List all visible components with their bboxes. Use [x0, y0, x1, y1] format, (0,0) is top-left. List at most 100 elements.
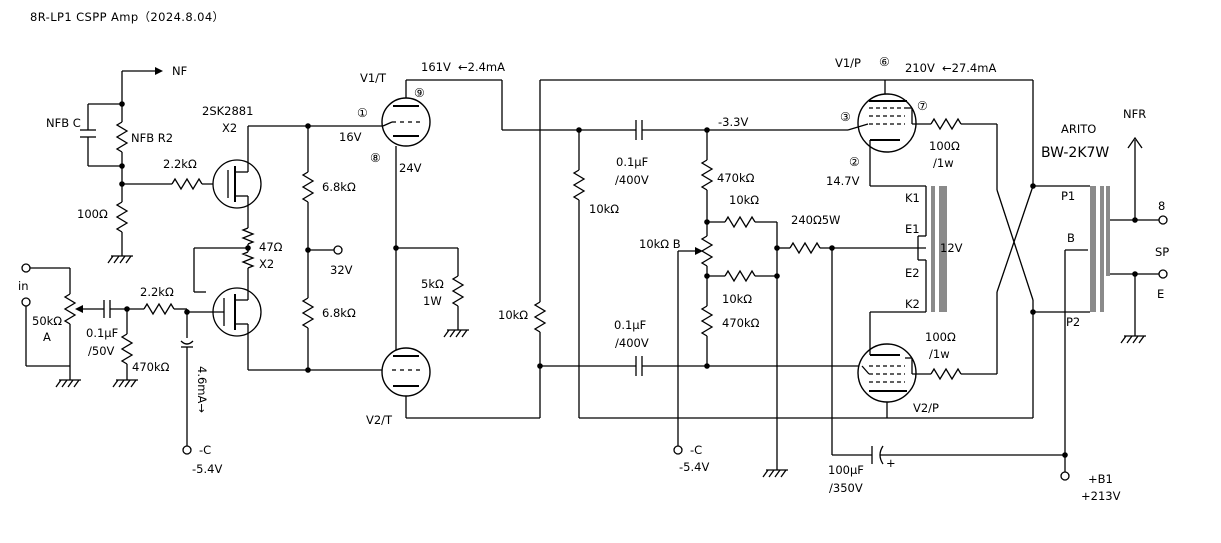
output-transformer: ARITO BW-2K7W NFR P1 B P2 8 SP E [1041, 107, 1169, 455]
c-in-voltage-label: /50V [88, 344, 115, 358]
neg-bias-terminal-left [182, 445, 192, 455]
r-100-bottom-watt: /1w [929, 347, 950, 361]
pin-3-label: ③ [840, 110, 851, 124]
arito-label: ARITO [1061, 122, 1096, 136]
r-47-label: 47Ω [259, 240, 283, 254]
pin-6-label: ⑥ [879, 55, 890, 69]
output-pentodes: V1/P ⑥ 210V ←27.4mA ③ ⑦ ② 14.7V 100Ω /1w… [826, 55, 1090, 418]
schematic-title: 8R-LP1 CSPP Amp（2024.8.04） [30, 10, 224, 24]
resistor-470k-input [120, 333, 134, 365]
cap-plus-sign: + [886, 456, 896, 470]
pot-50k-label: 50kΩ [32, 314, 62, 328]
r-10k-a-label: 10kΩ [729, 193, 759, 207]
resistor-100-top [930, 117, 962, 131]
r-10k-mid-label: 10kΩ [589, 202, 619, 216]
r-6k8-bottom-label: 6.8kΩ [322, 306, 356, 320]
grid-divider: 6.8kΩ 6.8kΩ 32V [301, 123, 383, 373]
r-470k-top-label: 470kΩ [717, 171, 755, 185]
c-100u-label: 100μF [828, 463, 864, 477]
resistor-5k [451, 275, 465, 307]
speaker-terminal-e [1158, 269, 1168, 279]
k2-label: K2 [905, 297, 920, 311]
b1-voltage-label: +213V [1081, 489, 1121, 503]
neg-c-mid-label: -C [690, 443, 702, 457]
fet-qty-label: X2 [222, 121, 237, 135]
r-6k8-top-label: 6.8kΩ [322, 180, 356, 194]
v16-label: 16V [339, 130, 362, 144]
c-100u-voltage-label: /350V [829, 481, 863, 495]
resistor-6k8-bottom [301, 297, 315, 329]
r-100-bottom-label: 100Ω [925, 330, 956, 344]
v1t-label: V1/T [360, 71, 387, 85]
resistor-100-ohm [115, 201, 129, 233]
nfb-c-label: NFB C [46, 116, 81, 130]
e1-label: E1 [905, 222, 920, 236]
r-10k-b-label: 10kΩ [722, 292, 752, 306]
current-4-6ma-label: 4.6mA→ [195, 366, 209, 413]
bw2k7w-label: BW-2K7W [1041, 145, 1109, 161]
p1-label: P1 [1061, 189, 1075, 203]
r-100-top-label: 100Ω [929, 139, 960, 153]
c-bot-label: 0.1μF [614, 318, 646, 332]
resistor-47-ohm-b [241, 251, 255, 269]
pin-7-label: ⑦ [917, 99, 928, 113]
v14-7-label: 14.7V [826, 174, 860, 188]
neg-c-mid-voltage: -5.4V [679, 460, 709, 474]
sp-label: SP [1155, 245, 1169, 259]
r-10k-left-label: 10kΩ [498, 308, 528, 322]
r-47-qty-label: X2 [259, 257, 274, 271]
v210-label: 210V [905, 61, 935, 75]
terminal-32v [333, 245, 343, 255]
current-27-4ma-label: ←27.4mA [942, 61, 996, 75]
input-terminal-gnd [21, 297, 31, 307]
input-stage: in 50kΩ A 0.1μF /50V 2.2kΩ 470kΩ 4.6mA→ … [18, 263, 222, 476]
v1p-label: V1/P [835, 56, 861, 70]
v2p-label: V2/P [913, 401, 939, 415]
neg-bias-terminal-mid [673, 445, 683, 455]
driver-triodes: V1/T 161V ←2.4mA ① ⑨ ⑧ 16V 24V 5kΩ 1W V2… [339, 60, 630, 427]
pot-50k-taper-label: A [43, 330, 51, 344]
coupling-network: 10kΩ 10kΩ 0.1μF /400V 0.1μF /400V -3.3V [498, 79, 1033, 419]
current-2-4ma-label: ←2.4mA [458, 60, 505, 74]
nfr-label: NFR [1123, 107, 1146, 121]
v-neg-3-3-label: -3.3V [718, 115, 748, 129]
out-8-label: 8 [1158, 199, 1165, 213]
input-terminal-hot [21, 263, 31, 273]
e-label: E [1157, 287, 1164, 301]
resistor-470k-top [700, 159, 714, 191]
v24-label: 24V [399, 161, 422, 175]
fet-part-label: 2SK2881 [202, 104, 253, 118]
b1-terminal [1060, 471, 1070, 481]
pin-8-label: ⑧ [370, 151, 381, 165]
pin-1-label: ① [357, 106, 368, 120]
resistor-10k-a [724, 215, 756, 229]
c-top-voltage-label: /400V [615, 173, 649, 187]
v12-label: 12V [940, 241, 963, 255]
input-label: in [18, 279, 28, 293]
resistor-10k-left [533, 301, 547, 333]
cathode-transformer: K1 E1 12V E2 K2 [905, 186, 963, 312]
tube-v2p [857, 343, 917, 403]
r-100-label: 100Ω [77, 207, 108, 221]
p2-label: P2 [1066, 315, 1080, 329]
k1-label: K1 [905, 191, 920, 205]
resistor-2k2-input [143, 302, 175, 316]
r-100-top-watt: /1w [933, 156, 954, 170]
v161-label: 161V [421, 60, 451, 74]
resistor-10k-b [724, 269, 756, 283]
r-5k-watt-label: 1W [423, 294, 442, 308]
r-2k2-input-label: 2.2kΩ [140, 285, 174, 299]
resistor-10k-mid [572, 169, 586, 201]
r-5k-label: 5kΩ [421, 277, 444, 291]
fet-upper [212, 159, 262, 209]
r-470k-bottom-label: 470kΩ [722, 316, 760, 330]
e2-label: E2 [905, 266, 920, 280]
fet-pair: 2SK2881 X2 47Ω X2 [187, 104, 308, 371]
pot-10k-label: 10kΩ B [639, 237, 681, 251]
nfb-r2-label: NFB R2 [131, 131, 173, 145]
resistor-100-bottom [930, 367, 962, 381]
r-240-label: 240Ω5W [791, 213, 840, 227]
c-in-label: 0.1μF [86, 326, 118, 340]
resistor-6k8-top [301, 171, 315, 203]
